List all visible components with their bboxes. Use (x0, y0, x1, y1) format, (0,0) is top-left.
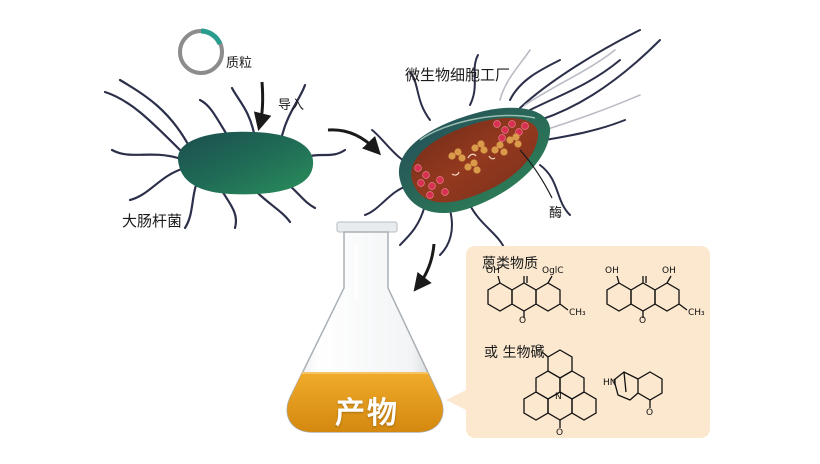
chem-o-5: O (646, 408, 654, 418)
chem-o-3: O (535, 344, 543, 354)
alkaloid-structure-1 (523, 349, 597, 428)
chem-o-1: O (519, 316, 527, 326)
product-liquid (287, 373, 443, 432)
ecoli-label: 大肠杆菌 (122, 212, 183, 230)
import-label: 导入 (278, 98, 305, 113)
ecoli-body (177, 131, 314, 195)
to-flask-arrow (413, 243, 436, 292)
chem-n-1: N (555, 392, 562, 402)
anthraquinone-structure-2 (606, 275, 688, 318)
enzyme-clusters (448, 133, 522, 174)
anthraquinone-structure-1 (487, 275, 569, 318)
enzyme-pointer (519, 149, 553, 199)
reaction-arrows (451, 153, 496, 176)
chem-oglc: OglC (542, 266, 564, 276)
factory-label: 微生物细胞工厂 (405, 66, 511, 84)
to-factory-arrow (327, 128, 381, 156)
enzyme-dots (414, 120, 529, 199)
chem-oh-2: OH (605, 266, 619, 276)
chem-oh-3: OH (662, 266, 676, 276)
product-label: 产物 (335, 396, 399, 431)
chem-hn: HN (603, 378, 617, 388)
panel-title-alkaloids: 或 生物碱 (484, 345, 545, 361)
enzyme-label: 酶 (549, 206, 563, 221)
chem-ch3-1: CH₃ (569, 308, 586, 318)
chem-oh-1: OH (486, 266, 500, 276)
import-arrow (253, 81, 272, 131)
alkaloid-structure-2 (613, 371, 663, 408)
panel-title-anthraquinones: 蒽类物质 (482, 256, 538, 272)
chem-o-4: O (556, 428, 564, 438)
plasmid-label: 质粒 (226, 56, 253, 71)
plasmid-icon (178, 28, 224, 75)
flask-icon (286, 221, 444, 433)
factory-flagella-light (499, 49, 641, 131)
chem-o-2: O (639, 316, 647, 326)
chem-ch3-2: CH₃ (688, 308, 705, 318)
